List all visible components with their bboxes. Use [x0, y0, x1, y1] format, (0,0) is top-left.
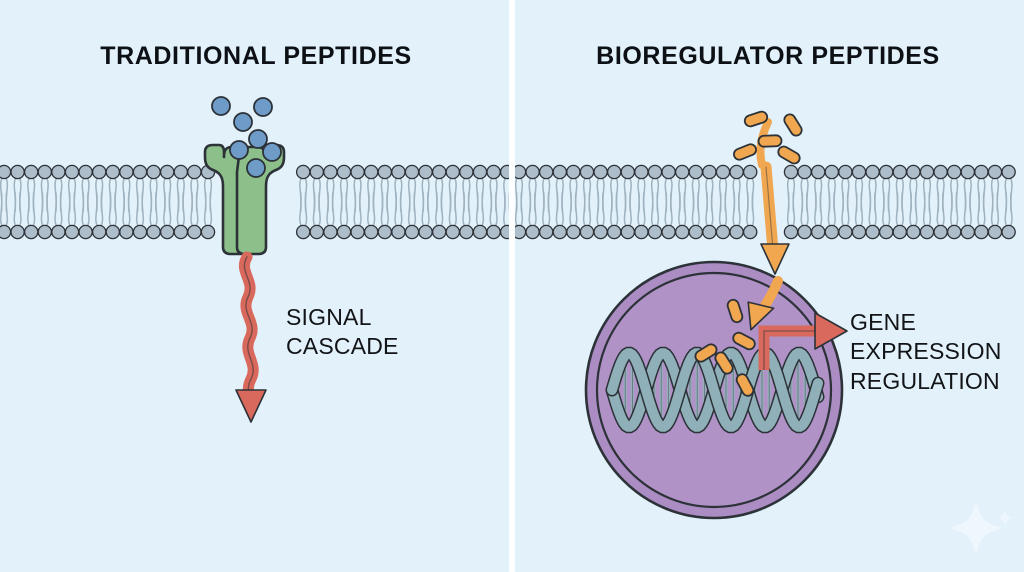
peptide-capsule	[757, 134, 783, 148]
peptide-capsule	[783, 113, 803, 137]
peptide-capsule	[777, 145, 801, 165]
sparkle-star-icon	[949, 500, 1014, 556]
peptide-dot	[248, 129, 268, 149]
phospholipid-bilayer-right	[515, 164, 1016, 240]
peptide-capsule	[732, 331, 756, 351]
annotation-gene-expression: GENE EXPRESSION REGULATION	[850, 309, 1002, 394]
peptide-dot	[262, 142, 282, 162]
panel-divider	[509, 0, 515, 572]
peptide-capsule	[694, 343, 718, 363]
nucleus-entry-arrow	[747, 276, 783, 331]
peptide-dot	[211, 96, 231, 116]
peptide-capsule	[743, 110, 769, 128]
peptide-capsule	[726, 298, 744, 324]
peptide-dot	[233, 112, 253, 132]
annotation-signal-cascade: SIGNAL CASCADE	[286, 304, 399, 360]
gene-expression-arrow	[758, 312, 848, 370]
peptide-dot	[246, 158, 266, 178]
peptide-capsule	[733, 143, 757, 161]
peptide-dot	[229, 140, 249, 160]
dna-double-helix	[605, 346, 825, 434]
peptide-capsule	[714, 351, 734, 375]
panel-title-bioregulator: BIOREGULATOR PEPTIDES	[596, 42, 940, 70]
bioregulator-peptide-group	[694, 110, 803, 397]
phospholipid-bilayer-left	[0, 164, 512, 240]
signal-cascade-arrow	[235, 251, 267, 423]
panel-title-traditional: TRADITIONAL PEPTIDES	[100, 42, 412, 70]
peptide-dot	[253, 97, 273, 117]
traditional-peptide-group	[211, 96, 282, 178]
peptide-capsule	[735, 373, 755, 397]
